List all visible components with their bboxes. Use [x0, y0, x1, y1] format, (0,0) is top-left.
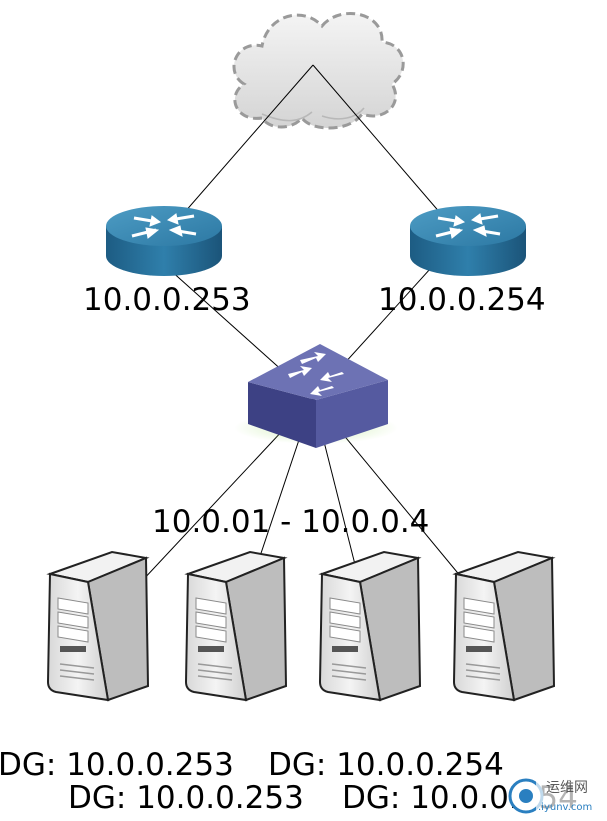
server-2-icon — [184, 550, 288, 702]
server-1-icon — [46, 550, 150, 702]
link-cloud-router-right — [312, 64, 461, 237]
watermark-logo: 运维网 .iyunv.com — [508, 776, 604, 816]
server-3-gateway-label: DG: 10.0.0.254 — [268, 747, 504, 783]
watermark-cn-text: 运维网 — [546, 780, 588, 796]
network-links — [97, 64, 501, 629]
cloud-icon — [232, 12, 405, 130]
server-2-gateway-label: DG: 10.0.0.253 — [68, 780, 304, 816]
server-1-gateway-label: DG: 10.0.0.253 — [0, 747, 234, 783]
switch-range-label: 10.0.01 - 10.0.0.4 — [152, 504, 429, 540]
switch-icon — [234, 344, 398, 448]
watermark-url-text: .iyunv.com — [538, 802, 592, 813]
router-right-icon — [410, 206, 526, 276]
router-right-ip-label: 10.0.0.254 — [378, 282, 546, 318]
server-3-icon — [318, 550, 422, 702]
server-4-icon — [452, 550, 556, 702]
router-left-icon — [106, 206, 222, 276]
router-left-ip-label: 10.0.0.253 — [83, 282, 251, 318]
